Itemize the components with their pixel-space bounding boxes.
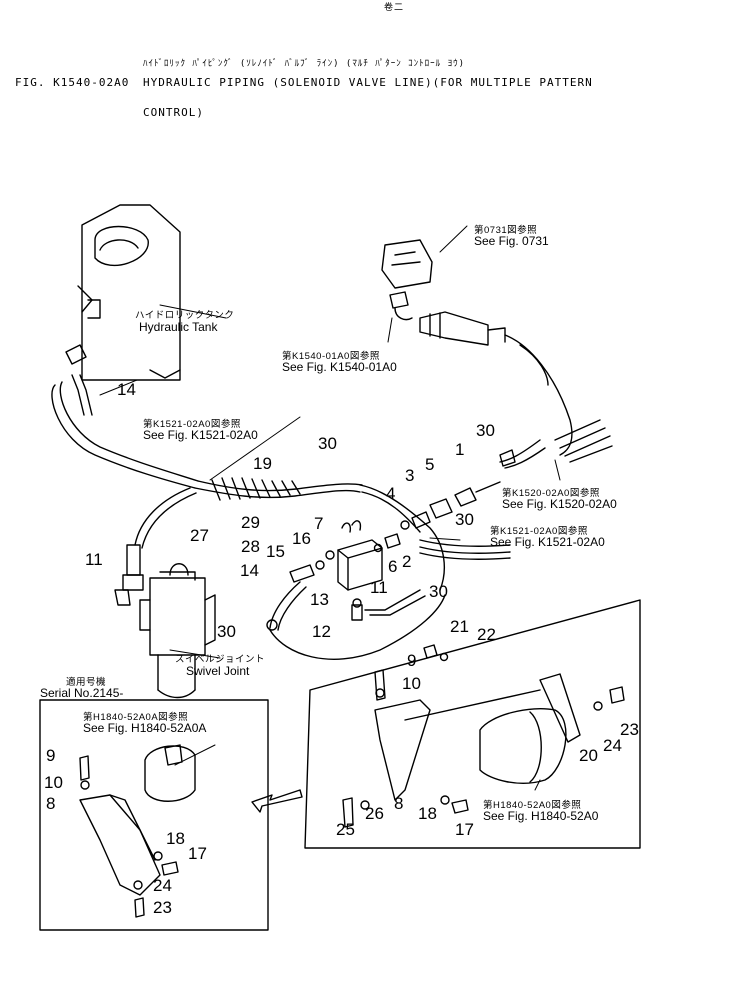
part-number-26: 26 (365, 804, 384, 823)
japanese-title: ﾊｲﾄﾞﾛﾘｯｸ ﾊﾟｲﾋﾟﾝｸﾞ (ｿﾚﾉｲﾄﾞ ﾊﾞﾙﾌﾞ ﾗｲﾝ) (ﾏﾙ… (143, 59, 466, 69)
part-number-28: 28 (241, 537, 260, 556)
hose-14-lower (266, 581, 446, 660)
part-number-20: 20 (579, 746, 598, 765)
arrow-to-left-inset (251, 789, 303, 813)
ref-k1520-02a0-jp: 第K1520-02A0図参照 (502, 488, 600, 499)
ref-h1840-52a0-en: See Fig. H1840-52A0 (483, 809, 599, 823)
serial-label-jp: 適用号機 (66, 677, 107, 688)
part-number-14-top: 14 (117, 380, 136, 399)
ref-k1540-01a0-jp: 第K1540-01A0図参照 (282, 351, 380, 362)
part-number-8: 8 (394, 794, 404, 813)
part-number-24: 24 (603, 736, 622, 755)
right-inset-frame (304, 599, 641, 849)
part-number-10: 10 (402, 674, 421, 693)
part-number-19: 19 (253, 454, 272, 473)
part-number-25: 25 (336, 820, 355, 839)
leader-lines (99, 225, 561, 791)
title-line-1: HYDRAULIC PIPING (SOLENOID VALVE LINE)(F… (143, 76, 593, 89)
part-number-2: 2 (402, 552, 412, 571)
part-number-15: 15 (266, 542, 285, 561)
part-number-30-mid: 30 (455, 510, 474, 529)
swivel-joint-drawing (139, 563, 216, 699)
inset-part-number-9: 9 (46, 746, 56, 765)
ref-k1521-02a0-second-en: See Fig. K1521-02A0 (490, 535, 605, 549)
part-number-29: 29 (241, 513, 260, 532)
ref-k1521-02a0-en: See Fig. K1521-02A0 (143, 428, 258, 442)
part-number-30-swivel: 30 (217, 622, 236, 641)
top-mark: 卷二 (384, 3, 405, 13)
inset-part-number-23: 23 (153, 898, 172, 917)
part-number-13: 13 (310, 590, 329, 609)
part-number-9: 9 (407, 651, 417, 670)
part-number-4: 4 (386, 484, 396, 503)
part-number-22: 22 (477, 625, 496, 644)
part-number-16: 16 (292, 529, 311, 548)
right-hoses (419, 419, 613, 560)
inset-part-number-8: 8 (46, 794, 56, 813)
part-number-7: 7 (314, 514, 324, 533)
main-hose-run (194, 477, 445, 591)
title-line-2: CONTROL) (143, 106, 204, 119)
ref-k1521-02a0-jp: 第K1521-02A0図参照 (143, 419, 241, 430)
inset-part-number-10: 10 (44, 773, 63, 792)
swivel-label-jp: スイベルジョイント (175, 654, 266, 665)
serial-label-en: Serial No.2145- (40, 686, 124, 700)
left-inset-frame (39, 699, 269, 931)
part-number-12: 12 (312, 622, 331, 641)
part-number-3: 3 (405, 466, 415, 485)
inset-part-number-18: 18 (166, 829, 185, 848)
part-number-11-center: 11 (370, 578, 388, 597)
fittings-1-to-6 (373, 481, 501, 553)
part-number-6: 6 (388, 557, 398, 576)
part-number-14-lower: 14 (240, 561, 259, 580)
ref-k1521-02a0-second-jp: 第K1521-02A0図参照 (490, 526, 588, 537)
ref-0731-en: See Fig. 0731 (474, 234, 549, 248)
swivel-label-en: Swivel Joint (186, 664, 250, 678)
upper-motor-0731 (381, 239, 573, 456)
solenoid-valve-block (289, 520, 426, 621)
part-number-1: 1 (455, 440, 465, 459)
part-number-5: 5 (425, 455, 435, 474)
ref-h1840-52a0a-en: See Fig. H1840-52A0A (83, 721, 207, 735)
part-number-18: 18 (418, 804, 437, 823)
ref-h1840-52a0a-jp: 第H1840-52A0A図参照 (83, 712, 189, 723)
part-number-23: 23 (620, 720, 639, 739)
part-number-27: 27 (190, 526, 209, 545)
inset-part-number-24: 24 (153, 876, 172, 895)
figure-number: FIG. K1540-02A0 (15, 76, 130, 89)
tank-label-en: Hydraulic Tank (139, 320, 218, 334)
part-number-17: 17 (455, 820, 474, 839)
tank-label-jp: ハイドロリックタンク (135, 310, 235, 321)
part-number-30-lower: 30 (429, 582, 448, 601)
part-number-21: 21 (450, 617, 469, 636)
ref-k1520-02a0-en: See Fig. K1520-02A0 (502, 497, 617, 511)
ref-h1840-52a0-jp: 第H1840-52A0図参照 (483, 800, 582, 811)
ref-0731-jp: 第0731図参照 (474, 225, 538, 236)
inset-part-number-17: 17 (188, 844, 207, 863)
part-number-11-left: 11 (85, 550, 103, 569)
bolts-right-inset (342, 644, 625, 828)
part-number-30-right: 30 (476, 421, 495, 440)
left-inset-parts (79, 744, 196, 918)
part-number-30-top: 30 (318, 434, 337, 453)
ref-k1540-01a0-en: See Fig. K1540-01A0 (282, 360, 397, 374)
bracket-and-pump-right (374, 673, 581, 801)
hydraulic-tank-drawing (77, 204, 181, 381)
hose-11-left (114, 487, 197, 606)
hose-14-top (51, 344, 199, 489)
